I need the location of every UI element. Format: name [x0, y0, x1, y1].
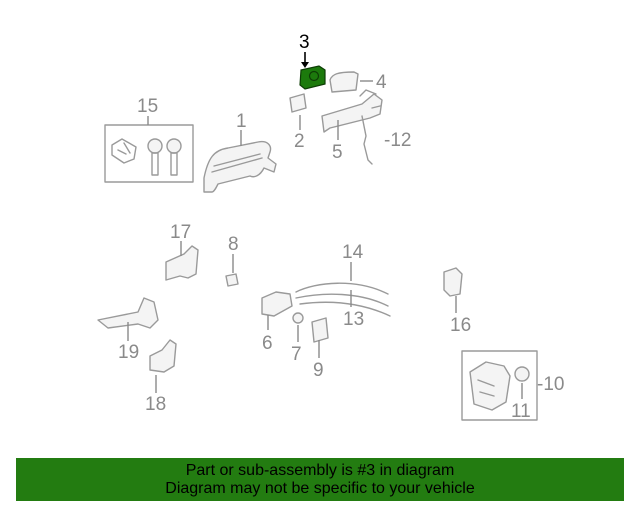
part-4-cover-plate[interactable] — [329, 71, 359, 93]
callout-9: 9 — [313, 360, 324, 381]
part-16-striker[interactable] — [443, 267, 463, 297]
callout-12: -12 — [384, 130, 411, 151]
callout-19: 19 — [118, 342, 139, 363]
banner-line-1: Part or sub-assembly is #3 in diagram — [185, 461, 455, 479]
callout-3: 3 — [299, 32, 310, 53]
callout-2: 2 — [294, 131, 305, 152]
part-6-lock-actuator[interactable] — [261, 291, 293, 317]
part-1-outside-handle[interactable] — [203, 140, 277, 193]
part-18-lower-hinge[interactable] — [149, 339, 177, 373]
callout-11: 11 — [511, 401, 531, 422]
part-14-cables[interactable] — [295, 282, 391, 317]
part-19-door-check[interactable] — [97, 297, 159, 329]
part-8-clip[interactable] — [225, 273, 239, 287]
callout-5: 5 — [332, 142, 343, 163]
banner-line-2: Diagram may not be specific to your vehi… — [165, 479, 475, 497]
callout-4: 4 — [376, 72, 387, 93]
part-2-handle-pad[interactable] — [289, 93, 307, 113]
callout-16: 16 — [450, 315, 471, 336]
callout-14: 14 — [342, 242, 364, 263]
callout-13: 13 — [343, 309, 364, 330]
callout-6: 6 — [262, 333, 273, 354]
part-7-bolt[interactable] — [292, 312, 304, 324]
callout-8: 8 — [228, 234, 239, 255]
part-17-upper-hinge[interactable] — [165, 245, 199, 281]
part-5-handle-frame[interactable] — [321, 89, 383, 133]
part-3-highlighted-cover[interactable] — [299, 65, 326, 90]
callout-1: 1 — [236, 111, 247, 132]
part-12-rod[interactable] — [361, 115, 373, 165]
arrow-3-icon — [301, 62, 309, 68]
callout-10: -10 — [537, 374, 564, 395]
callout-18: 18 — [145, 394, 166, 415]
callout-15: 15 — [137, 96, 158, 117]
callout-17: 17 — [170, 222, 191, 243]
callout-7: 7 — [291, 344, 302, 365]
part-9-cover[interactable] — [311, 317, 329, 343]
part-11-grommet[interactable] — [514, 366, 530, 382]
info-banner: Part or sub-assembly is #3 in diagram Di… — [16, 458, 624, 501]
part-15-key-set[interactable] — [104, 124, 194, 183]
part-10-door-lock-assembly[interactable] — [461, 350, 538, 421]
